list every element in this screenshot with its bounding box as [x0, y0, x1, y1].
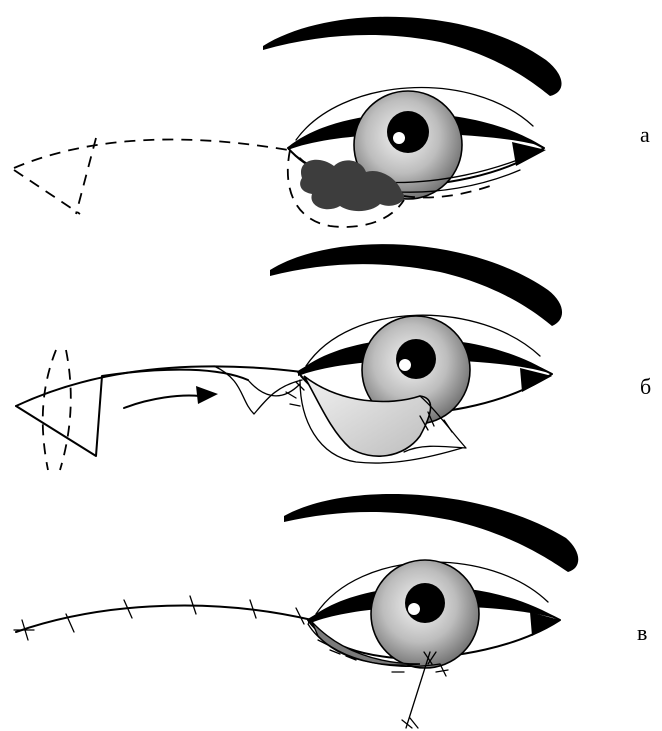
pupil: [387, 111, 429, 153]
panel-label-v: в: [637, 620, 647, 646]
highlight: [399, 359, 411, 371]
eyebrow: [263, 17, 562, 96]
flap-upper-dash: [14, 140, 288, 168]
panel-label-a: а: [640, 122, 650, 148]
guide-dash-1: [43, 350, 56, 470]
rotation-arrow-head: [196, 386, 218, 404]
highlight: [408, 603, 420, 615]
rotation-arrow-shaft: [124, 396, 200, 409]
panel-a: [14, 17, 562, 227]
flap-pedicle-upper: [16, 366, 302, 406]
guide-dash-2: [60, 350, 71, 470]
panel-v: [14, 494, 578, 728]
panel-label-b: б: [640, 374, 651, 400]
suture-thread-end: [402, 718, 418, 728]
suture-line: [16, 605, 312, 632]
pupil: [405, 583, 445, 623]
highlight: [393, 132, 405, 144]
eyebrow: [270, 244, 562, 326]
flap-pedicle-lower: [16, 370, 248, 456]
flap-vertical-dash: [76, 138, 96, 214]
flap-lower-dash: [14, 170, 80, 214]
pupil: [396, 339, 436, 379]
eye: [308, 560, 560, 668]
panel-b: [16, 244, 562, 470]
